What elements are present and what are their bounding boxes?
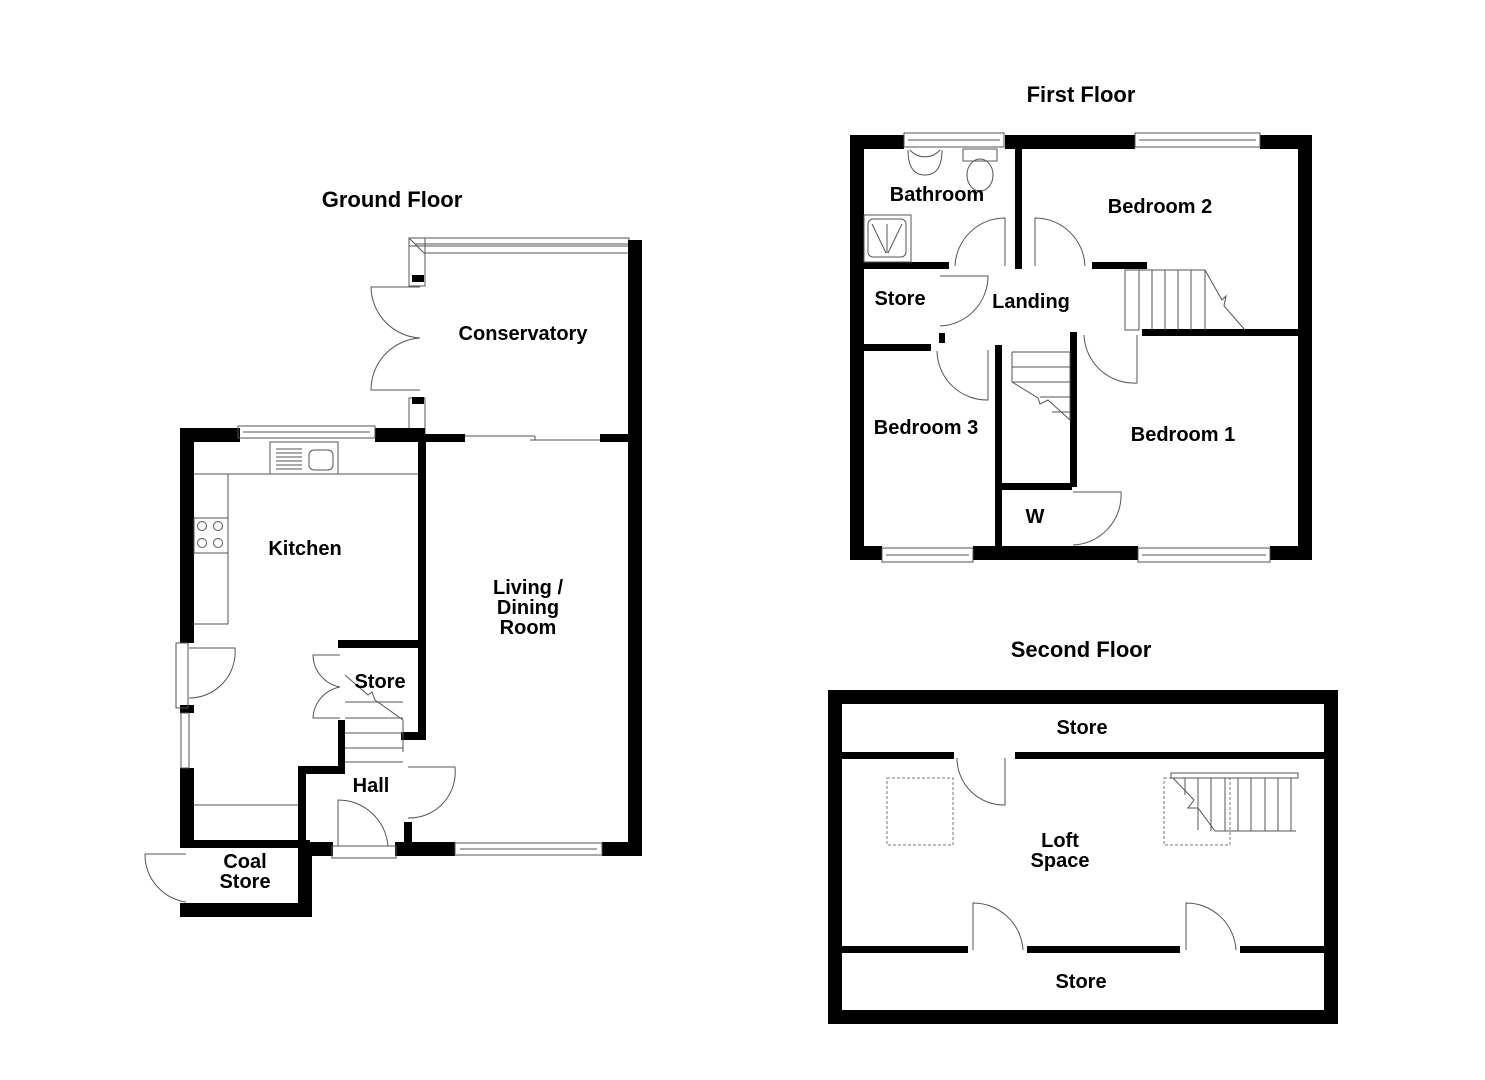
wall <box>864 344 931 351</box>
room-label-loft-space: Loft Space <box>1030 830 1090 872</box>
store-door-lower <box>312 686 341 719</box>
wall <box>602 842 642 856</box>
wall <box>842 946 968 953</box>
wall <box>306 842 333 856</box>
wall <box>850 546 882 560</box>
wall <box>1142 329 1298 336</box>
wall <box>180 705 194 713</box>
wall <box>995 345 1002 550</box>
room-label-bottom-store: Store <box>1055 971 1107 993</box>
conservatory-glazing <box>408 237 630 437</box>
wall <box>850 135 864 560</box>
wall <box>973 546 1138 560</box>
wall <box>180 428 194 643</box>
wall <box>180 768 194 848</box>
wall <box>1240 946 1324 953</box>
wall <box>1092 262 1147 269</box>
room-label-bathroom: Bathroom <box>889 184 985 206</box>
room-label-w: W <box>1025 506 1045 528</box>
kitchen-side-door <box>188 647 236 699</box>
bathroom-fixtures <box>863 148 998 263</box>
wall <box>338 640 423 648</box>
wall <box>412 275 424 282</box>
second-floor-doors <box>956 757 1237 951</box>
wall <box>412 397 424 404</box>
second-floor-stairs <box>1170 772 1299 832</box>
hall-living-door <box>407 766 456 819</box>
wall <box>1270 546 1312 560</box>
room-label-living-dining: Living / Dining Room <box>493 577 563 639</box>
wall <box>842 752 954 759</box>
wall <box>298 766 306 856</box>
wall <box>395 842 455 856</box>
ground-floor-plan <box>144 237 642 917</box>
living-window <box>454 842 603 856</box>
ground-floor-title: Ground Floor <box>321 187 463 212</box>
room-label-hall: Hall <box>352 775 390 797</box>
wall <box>1015 149 1022 269</box>
wall <box>338 720 345 770</box>
kitchen-side-window <box>175 642 190 769</box>
wall <box>180 903 312 917</box>
wall <box>180 840 310 848</box>
wall <box>418 440 426 740</box>
room-label-bedroom-1: Bedroom 1 <box>1130 424 1236 446</box>
wall <box>828 690 842 1024</box>
wall <box>939 333 945 343</box>
first-floor-stairs <box>1011 269 1246 422</box>
coal-store-door <box>144 853 187 903</box>
wall <box>1005 135 1135 149</box>
wall <box>298 848 312 917</box>
sliding-doors <box>465 435 600 441</box>
second-floor-plan <box>828 690 1338 1024</box>
first-floor-doors <box>936 217 1138 546</box>
first-floor-plan <box>850 132 1312 563</box>
wall <box>298 766 345 774</box>
wall <box>1260 135 1312 149</box>
ground-stairs <box>344 674 404 763</box>
wall <box>404 822 412 842</box>
store-door-upper <box>312 654 341 688</box>
wall <box>864 262 949 269</box>
wall <box>1002 483 1072 490</box>
wall <box>180 428 240 442</box>
front-door <box>331 799 397 859</box>
wall <box>828 1010 1338 1024</box>
room-label-top-store: Store <box>1056 717 1108 739</box>
wall <box>1070 332 1077 487</box>
wall <box>1015 752 1324 759</box>
room-label-landing: Landing <box>992 291 1070 313</box>
wall <box>425 434 465 442</box>
room-label-ground-store: Store <box>354 671 406 693</box>
wall <box>828 690 1338 704</box>
wall <box>375 428 425 442</box>
wall <box>1298 135 1312 560</box>
wall <box>850 135 904 149</box>
room-label-kitchen: Kitchen <box>268 538 342 560</box>
room-label-bedroom-3: Bedroom 3 <box>873 417 979 439</box>
room-label-conservatory: Conservatory <box>458 323 588 345</box>
wall <box>1324 690 1338 1024</box>
room-label-coal-store: Coal Store <box>219 851 271 893</box>
second-floor-title: Second Floor <box>1010 637 1152 662</box>
wall <box>600 434 630 442</box>
room-label-bedroom-2: Bedroom 2 <box>1107 196 1213 218</box>
first-floor-title: First Floor <box>1026 82 1136 107</box>
kitchen-window <box>237 425 376 439</box>
room-label-first-store: Store <box>874 288 926 310</box>
kitchen-fittings <box>193 441 418 625</box>
conservatory-french-doors <box>370 286 421 391</box>
wall <box>401 732 423 740</box>
wall <box>628 240 642 855</box>
wall <box>1027 946 1180 953</box>
first-floor-windows <box>881 132 1271 563</box>
